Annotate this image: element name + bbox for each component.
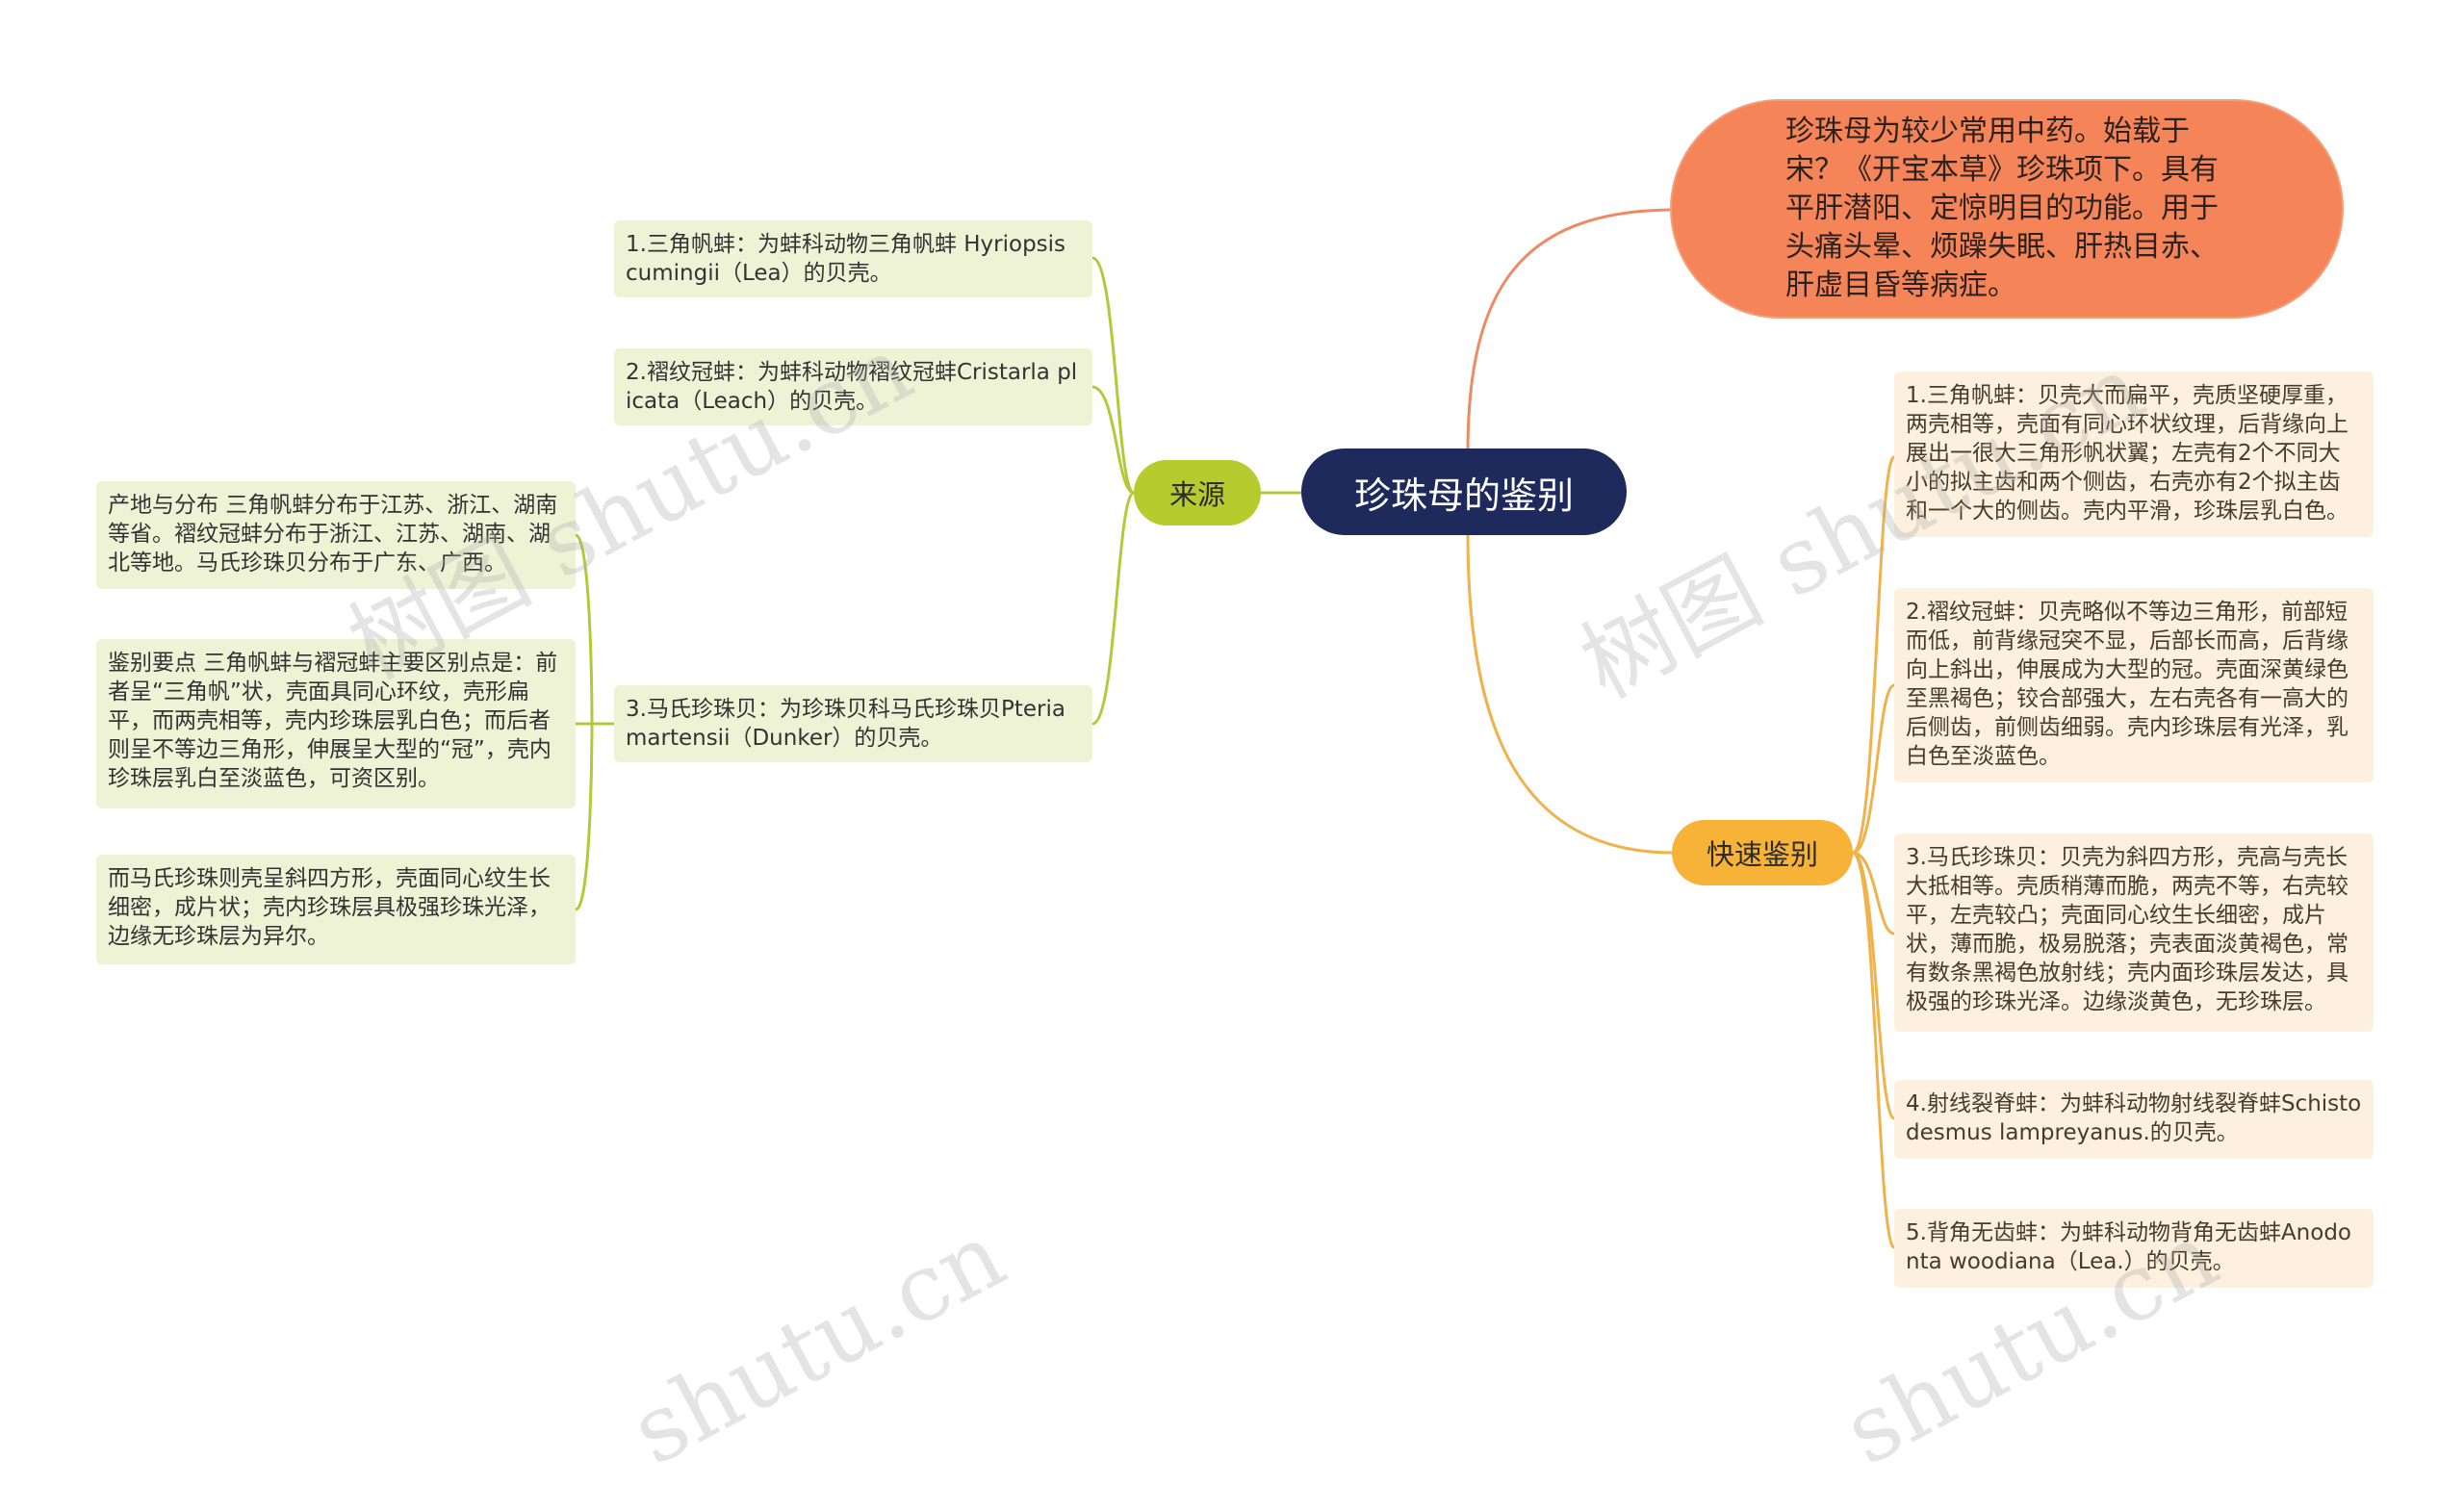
connector-lines xyxy=(574,208,1896,1249)
quick-item-5[interactable]: 5.背角无齿蚌：为蚌科动物背角无齿蚌Anodonta woodiana（Lea.… xyxy=(1894,1209,2374,1288)
quick-item-1-text: 1.三角帆蚌：贝壳大而扁平，壳质坚硬厚重，两壳相等，壳面有同心环状纹理，后背缘向… xyxy=(1906,383,2348,524)
source-sub-item-3[interactable]: 而马氏珍珠则壳呈斜四方形，壳面同心纹生长细密，成片状；壳内珍珠层具极强珍珠光泽，… xyxy=(96,855,576,964)
quick-item-4-text: 4.射线裂脊蚌：为蚌科动物射线裂脊蚌Schistodesmus lampreya… xyxy=(1906,1091,2362,1145)
branch-source[interactable]: 来源 xyxy=(1134,460,1261,525)
link-source-item-1 xyxy=(1091,256,1136,495)
link-quick-item-2 xyxy=(1852,683,1895,855)
link-source-item-2 xyxy=(1091,385,1135,495)
quick-item-3[interactable]: 3.马氏珍珠贝：贝壳为斜四方形，壳高与壳长大抵相等。壳质稍薄而脆，两壳不等，右壳… xyxy=(1894,833,2374,1032)
source-sub-item-1-text: 产地与分布 三角帆蚌分布于江苏、浙江、湖南等省。褶纹冠蚌分布于浙江、江苏、湖南、… xyxy=(108,493,558,576)
source-sub-item-1[interactable]: 产地与分布 三角帆蚌分布于江苏、浙江、湖南等省。褶纹冠蚌分布于浙江、江苏、湖南、… xyxy=(96,481,576,589)
source-sub-item-2-text: 鉴别要点 三角帆蚌与褶冠蚌主要区别点是：前者呈“三角帆”状，壳面具同心环纹，壳形… xyxy=(108,651,558,791)
link-item3-sub-3 xyxy=(574,723,594,911)
source-sub-item-2[interactable]: 鉴别要点 三角帆蚌与褶冠蚌主要区别点是：前者呈“三角帆”状，壳面具同心环纹，壳形… xyxy=(96,639,576,808)
quick-item-4[interactable]: 4.射线裂脊蚌：为蚌科动物射线裂脊蚌Schistodesmus lampreya… xyxy=(1894,1080,2374,1159)
quick-item-2-text: 2.褶纹冠蚌：贝壳略似不等边三角形，前部短而低，前背缘冠突不显，后部长而高，后背… xyxy=(1906,600,2348,769)
root-topic-label: 珍珠母的鉴别 xyxy=(1353,474,1574,517)
link-root-quick xyxy=(1466,533,1673,855)
branch-quick-identification[interactable]: 快速鉴别 xyxy=(1672,820,1853,885)
quick-item-2[interactable]: 2.褶纹冠蚌：贝壳略似不等边三角形，前部短而低，前背缘冠突不显，后部长而高，后背… xyxy=(1894,588,2374,782)
link-item3-sub-1 xyxy=(574,533,614,726)
branch-quick-label: 快速鉴别 xyxy=(1706,838,1818,871)
link-source-item-3 xyxy=(1091,491,1136,726)
root-topic[interactable]: 珍珠母的鉴别 xyxy=(1301,448,1627,535)
source-item-2-text: 2.褶纹冠蚌：为蚌科动物褶纹冠蚌Cristarla plicata（Leach）… xyxy=(626,360,1078,414)
summary-node[interactable]: 珍珠母为较少常用中药。始载于宋？《开宝本草》珍珠项下。具有平肝潜阳、定惊明目的功… xyxy=(1670,99,2344,319)
source-item-3-text: 3.马氏珍珠贝：为珍珠贝科马氏珍珠贝Pteria martensii（Dunke… xyxy=(626,697,1065,751)
link-quick-item-3 xyxy=(1852,851,1895,935)
source-sub-item-3-text: 而马氏珍珠则壳呈斜四方形，壳面同心纹生长细密，成片状；壳内珍珠层具极强珍珠光泽，… xyxy=(108,866,551,949)
quick-item-3-text: 3.马氏珍珠贝：贝壳为斜四方形，壳高与壳长大抵相等。壳质稍薄而脆，两壳不等，右壳… xyxy=(1906,845,2348,1014)
link-quick-item-5 xyxy=(1852,851,1896,1249)
source-item-1[interactable]: 1.三角帆蚌：为蚌科动物三角帆蚌 Hyriopsis cumingii（Lea）… xyxy=(614,220,1092,297)
source-item-2[interactable]: 2.褶纹冠蚌：为蚌科动物褶纹冠蚌Cristarla plicata（Leach）… xyxy=(614,348,1092,425)
source-item-1-text: 1.三角帆蚌：为蚌科动物三角帆蚌 Hyriopsis cumingii（Lea）… xyxy=(626,232,1066,286)
link-root-summary xyxy=(1466,208,1671,453)
source-item-3[interactable]: 3.马氏珍珠贝：为珍珠贝科马氏珍珠贝Pteria martensii（Dunke… xyxy=(614,685,1092,762)
summary-text: 珍珠母为较少常用中药。始载于宋？《开宝本草》珍珠项下。具有平肝潜阳、定惊明目的功… xyxy=(1785,115,2219,302)
quick-item-1[interactable]: 1.三角帆蚌：贝壳大而扁平，壳质坚硬厚重，两壳相等，壳面有同心环状纹理，后背缘向… xyxy=(1894,372,2374,537)
quick-item-5-text: 5.背角无齿蚌：为蚌科动物背角无齿蚌Anodonta woodiana（Lea.… xyxy=(1906,1220,2351,1274)
branch-source-label: 来源 xyxy=(1168,478,1225,511)
link-quick-item-1 xyxy=(1852,455,1896,855)
